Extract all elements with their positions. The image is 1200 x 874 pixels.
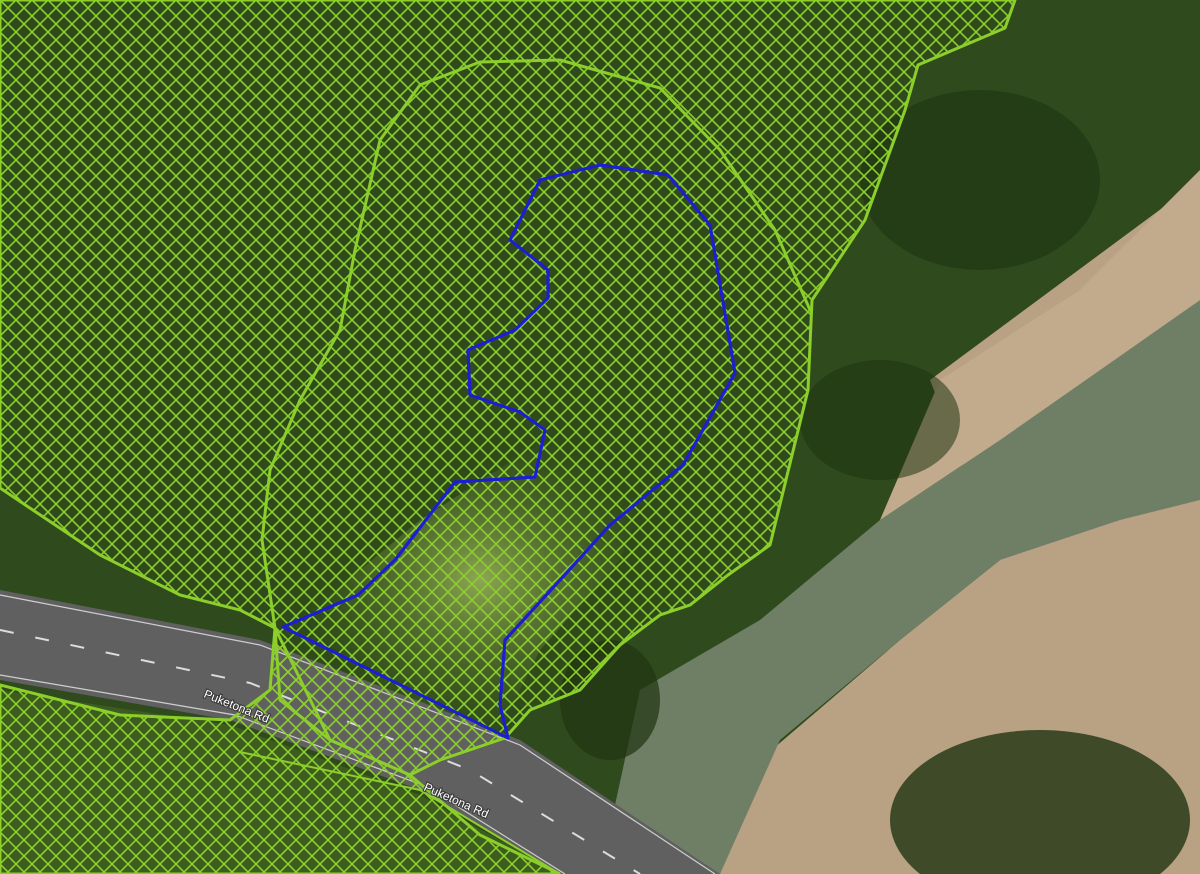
hatched-zone-main[interactable]: [0, 0, 1017, 777]
hatched-zone-inner-bulb: [260, 58, 812, 629]
river-water: [600, 300, 1200, 874]
hatched-zone-overlay: [0, 0, 1017, 874]
sand-upper: [880, 170, 1200, 520]
tree-cluster-mid: [800, 360, 960, 480]
hatched-zone-road-edge: [239, 751, 561, 874]
tree-cluster-se: [890, 730, 1190, 874]
hatched-zone-road-strip[interactable]: [0, 622, 561, 874]
tree-cluster-ne: [860, 90, 1100, 270]
site-boundary[interactable]: [281, 163, 737, 740]
